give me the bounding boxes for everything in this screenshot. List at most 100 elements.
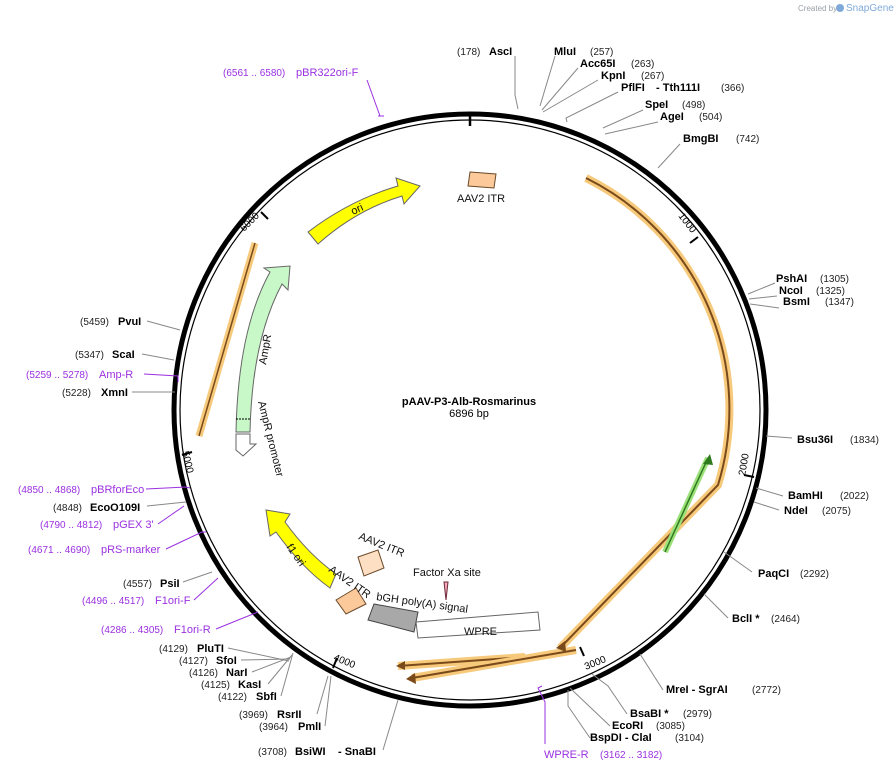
enzyme-paqCI[interactable]: PaqCI — [758, 568, 789, 580]
snapgene-brand: SnapGene — [846, 3, 894, 14]
enzyme-sbfI[interactable]: SbfI — [256, 691, 277, 703]
enzyme-ecoRI[interactable]: EcoRI — [612, 720, 643, 732]
primer-pbr322ori-f[interactable]: pBR322ori-F — [296, 67, 359, 79]
ampr-promoter-label: AmpR promoter — [255, 400, 286, 479]
factor-xa-site[interactable] — [443, 581, 449, 601]
enzyme-pluTI[interactable]: PluTI — [197, 643, 224, 655]
primer-pbr322ori-f-range: (6561 .. 6580) — [223, 68, 285, 79]
enzyme-narI-pos: (4126) — [189, 668, 218, 679]
primer-pgex3[interactable]: pGEX 3' — [113, 519, 154, 531]
enzyme-scaI[interactable]: ScaI — [112, 349, 135, 361]
bgh-polya-feature[interactable] — [367, 603, 419, 633]
enzyme-mluI-pos: (257) — [590, 47, 613, 58]
enzyme-speI-pos: (498) — [682, 100, 705, 111]
ampr-promoter-feature[interactable] — [235, 433, 258, 457]
primer-wpre-r[interactable]: WPRE-R — [544, 749, 589, 761]
primer-prs-marker[interactable]: pRS-marker — [101, 544, 161, 556]
enzyme-pmlI[interactable]: PmlI — [298, 721, 321, 733]
enzyme-bmgBI-pos: (742) — [736, 134, 759, 145]
green-arc-line — [664, 457, 709, 553]
enzyme-pshAI[interactable]: PshAI — [776, 273, 807, 285]
enzyme-xmnI[interactable]: XmnI — [101, 387, 128, 399]
arc-arrowhead-b — [396, 661, 405, 670]
enzyme-ecoO109I-pos: (4848) — [53, 503, 82, 514]
arc-arrowhead-c — [406, 673, 416, 684]
wpre-label: WPRE — [464, 626, 497, 638]
tick-marks — [181, 211, 755, 669]
enzyme-bclI-pos: (2464) — [771, 614, 800, 625]
enzyme-sfoI[interactable]: SfoI — [216, 655, 237, 667]
enzyme-tth111I[interactable]: - Tth111I — [656, 82, 700, 94]
enzyme-scaI-pos: (5347) — [75, 350, 104, 361]
enzyme-bsmI-pos: (1347) — [825, 297, 854, 308]
enzyme-ncoI[interactable]: NcoI — [779, 285, 803, 297]
enzyme-bmgBI[interactable]: BmgBI — [683, 133, 718, 145]
enzyme-ageI[interactable]: AgeI — [660, 111, 684, 123]
aav2-itr-a[interactable] — [357, 549, 385, 577]
enzyme-rsrII[interactable]: RsrII — [277, 709, 301, 721]
created-by-label: Created by — [798, 4, 837, 13]
enzyme-bsiWI[interactable]: BsiWI — [295, 746, 326, 758]
enzyme-leader-lines — [132, 55, 793, 751]
enzyme-mluI[interactable]: MluI — [554, 46, 576, 58]
enzyme-bamHI-pos: (2022) — [840, 491, 869, 502]
tick-4000: 4000 — [332, 653, 357, 672]
enzyme-bsu36I[interactable]: Bsu36I — [797, 434, 833, 446]
enzyme-psiI-pos: (4557) — [123, 579, 152, 590]
green-arc-arrowhead — [703, 454, 713, 465]
enzyme-bsaBI[interactable]: BsaBI * — [630, 708, 669, 720]
primer-pgex3-range: (4790 .. 4812) — [40, 520, 102, 531]
enzyme-pluTI-pos: (4129) — [159, 644, 188, 655]
enzyme-bspDI-claI[interactable]: BspDI - ClaI — [590, 732, 652, 744]
primer-leader-lines — [143, 79, 546, 744]
enzyme-ecoO109I[interactable]: EcoO109I — [90, 502, 140, 514]
primer-amp-r[interactable]: Amp-R — [99, 369, 133, 381]
enzyme-pvuI[interactable]: PvuI — [118, 316, 141, 328]
enzyme-bsaBI-pos: (2979) — [683, 709, 712, 720]
aav2-itr-top-label: AAV2 ITR — [457, 193, 505, 205]
f1-ori-feature[interactable] — [265, 509, 337, 589]
enzyme-psiI[interactable]: PsiI — [160, 578, 180, 590]
enzyme-pmlI-pos: (3964) — [259, 722, 288, 733]
aav2-itr-b[interactable] — [335, 587, 367, 615]
primer-pbrforeco[interactable]: pBRforEco — [91, 484, 144, 496]
ampr-feature[interactable] — [235, 265, 291, 433]
primer-f1ori-f[interactable]: F1ori-F — [155, 595, 191, 607]
snapgene-logo-icon — [836, 4, 844, 12]
orange-arcs — [195, 174, 734, 682]
wpre-feature[interactable] — [415, 611, 541, 639]
enzyme-ndeI[interactable]: NdeI — [784, 505, 808, 517]
enzyme-pvuI-pos: (5459) — [80, 317, 109, 328]
enzyme-bclI[interactable]: BclI * — [732, 613, 760, 625]
primer-f1ori-f-range: (4496 .. 4517) — [82, 596, 144, 607]
factor-xa-label: Factor Xa site — [413, 567, 481, 579]
enzyme-pflFI[interactable]: PflFI — [621, 82, 645, 94]
enzyme-sbfI-pos: (4122) — [218, 692, 247, 703]
enzyme-speI[interactable]: SpeI — [645, 99, 668, 111]
enzyme-ascI[interactable]: AscI — [489, 46, 512, 58]
enzyme-kasI[interactable]: KasI — [238, 679, 261, 691]
tick-6000: 6000 — [238, 210, 262, 234]
enzyme-bsiWI-pos: (3708) — [258, 747, 287, 758]
enzyme-ascI-pos: (178) — [457, 47, 480, 58]
ampr-label: AmpR — [257, 333, 274, 365]
enzyme-mreI-sgrAI[interactable]: MreI - SgrAI — [666, 684, 728, 696]
enzyme-narI[interactable]: NarI — [226, 667, 247, 679]
tick-2000: 2000 — [737, 452, 752, 476]
enzyme-bsmI[interactable]: BsmI — [783, 296, 810, 308]
aav2-itr-top[interactable] — [467, 171, 497, 189]
tick-3000: 3000 — [583, 654, 608, 673]
enzyme-bamHI[interactable]: BamHI — [788, 490, 823, 502]
enzyme-ndeI-pos: (2075) — [822, 506, 851, 517]
enzyme-sfoI-pos: (4127) — [179, 656, 208, 667]
ori-label: ori — [349, 202, 365, 218]
primer-f1ori-r[interactable]: F1ori-R — [174, 624, 211, 636]
enzyme-ecoRI-pos: (3085) — [656, 721, 685, 732]
enzyme-kpnI[interactable]: KpnI — [601, 70, 625, 82]
ori-feature[interactable] — [307, 177, 421, 245]
plasmid-name: pAAV-P3-Alb-Rosmarinus — [402, 396, 536, 408]
enzyme-snaBI[interactable]: - SnaBI — [338, 746, 376, 758]
enzyme-acc65I[interactable]: Acc65I — [580, 58, 615, 70]
enzyme-ageI-pos: (504) — [699, 112, 722, 123]
